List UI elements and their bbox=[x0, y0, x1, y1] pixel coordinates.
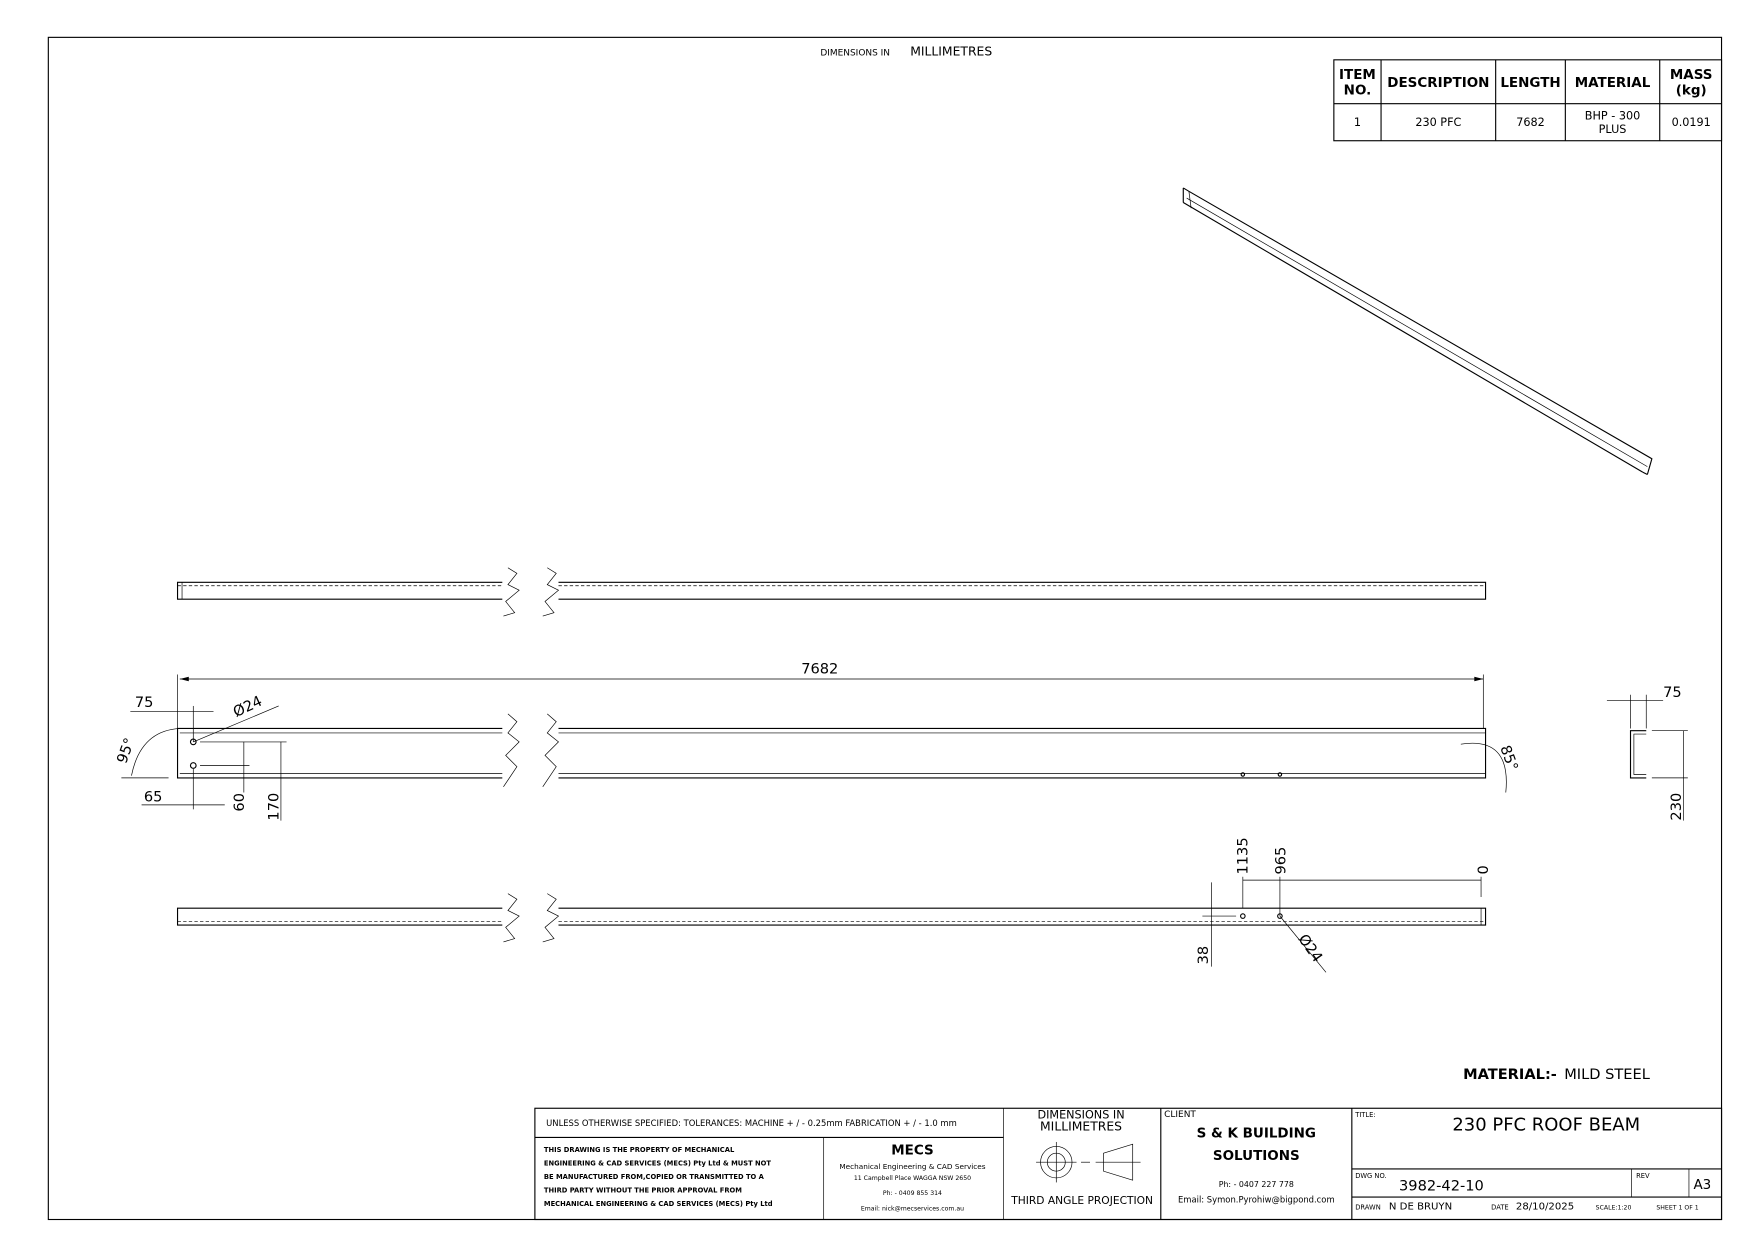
dim-hole-dia: Ø24 bbox=[230, 693, 264, 721]
bom-length: 7682 bbox=[1516, 116, 1545, 129]
third-angle-projection-icon bbox=[1036, 1141, 1141, 1183]
bom-header-length: LENGTH bbox=[1500, 75, 1560, 91]
dim-end-offset-bottom: 65 bbox=[144, 788, 163, 805]
property-line: ENGINEERING & CAD SERVICES (MECS) Pty Lt… bbox=[544, 1160, 772, 1168]
tb-dims-2: MILLIMETRES bbox=[1040, 1120, 1122, 1134]
drawing-title: 230 PFC ROOF BEAM bbox=[1452, 1115, 1640, 1136]
tb-dims-1: DIMENSIONS IN bbox=[1037, 1108, 1124, 1121]
bom-description: 230 PFC bbox=[1415, 116, 1461, 129]
property-line: THIRD PARTY WITHOUT THE PRIOR APPROVAL F… bbox=[544, 1187, 742, 1195]
client-label: CLIENT bbox=[1164, 1110, 1196, 1120]
dim-ordinate-0: 0 bbox=[1475, 865, 1492, 874]
bom-header-kg: (kg) bbox=[1676, 83, 1707, 99]
bom-item: 1 bbox=[1354, 116, 1361, 129]
title-label: TITLE: bbox=[1354, 1111, 1376, 1119]
dwg-no: 3982-42-10 bbox=[1399, 1177, 1484, 1194]
drawn-by: N DE BRUYN bbox=[1389, 1201, 1452, 1212]
dim-hole-height: 170 bbox=[266, 793, 283, 821]
company-phone: Ph: - 0409 855 314 bbox=[883, 1190, 942, 1197]
dim-angle-left: 95° bbox=[114, 736, 139, 766]
client-email: Email: Symon.Pyrohiw@bigpond.com bbox=[1178, 1195, 1335, 1205]
scale: SCALE:1:20 bbox=[1596, 1204, 1632, 1211]
projection-label: THIRD ANGLE PROJECTION bbox=[1010, 1194, 1153, 1207]
mecs-logo: MECS bbox=[891, 1142, 933, 1158]
bom-header-item: ITEM bbox=[1339, 67, 1376, 83]
property-line: MECHANICAL ENGINEERING & CAD SERVICES (M… bbox=[544, 1200, 773, 1208]
top-view bbox=[176, 567, 1487, 617]
client-name-2: SOLUTIONS bbox=[1213, 1148, 1300, 1164]
title-block: UNLESS OTHERWISE SPECIFIED: TOLERANCES: … bbox=[534, 1107, 1723, 1221]
client-name-1: S & K BUILDING bbox=[1197, 1125, 1316, 1141]
bom-header-material: MATERIAL bbox=[1575, 75, 1651, 91]
bom-header-no: NO. bbox=[1344, 83, 1372, 99]
dim-overall-length: 7682 bbox=[801, 660, 838, 677]
bom-material-2: PLUS bbox=[1599, 123, 1627, 136]
rev-label: REV bbox=[1636, 1172, 1650, 1180]
sheet-size: A3 bbox=[1693, 1177, 1711, 1193]
bom-mass: 0.0191 bbox=[1672, 116, 1711, 129]
drawing-frame bbox=[47, 36, 1723, 1221]
dims-prefix: DIMENSIONS IN bbox=[820, 48, 890, 58]
company-name: Mechanical Engineering & CAD Services bbox=[839, 1162, 985, 1171]
company-email: Email: nick@mecservices.com.au bbox=[861, 1205, 964, 1213]
section-view: 75 230 bbox=[1606, 684, 1688, 821]
client-phone: Ph: - 0407 227 778 bbox=[1219, 1180, 1294, 1189]
dim-hole-spacing: 60 bbox=[231, 793, 248, 812]
bom-header-description: DESCRIPTION bbox=[1387, 75, 1489, 91]
front-view: 7682 75 Ø24 95° 65 60 170 85° bbox=[114, 660, 1522, 820]
bom-header-mass: MASS bbox=[1670, 67, 1713, 83]
property-line: BE MANUFACTURED FROM,COPIED OR TRANSMITT… bbox=[544, 1173, 765, 1181]
drawn-label: DRAWN bbox=[1355, 1203, 1381, 1211]
dims-unit: MILLIMETRES bbox=[910, 44, 992, 58]
dim-web-depth: 230 bbox=[1668, 793, 1685, 821]
material-label: MATERIAL:- bbox=[1463, 1066, 1557, 1083]
dim-angle-right: 85° bbox=[1496, 743, 1521, 773]
property-line: THIS DRAWING IS THE PROPERTY OF MECHANIC… bbox=[544, 1146, 735, 1154]
dim-flange-width: 75 bbox=[1663, 684, 1682, 701]
bom-table: ITEM NO. DESCRIPTION LENGTH MATERIAL MAS… bbox=[1333, 59, 1723, 142]
date: 28/10/2025 bbox=[1516, 1201, 1574, 1212]
bom-material-1: BHP - 300 bbox=[1585, 109, 1641, 122]
dim-ordinate-965: 965 bbox=[1273, 847, 1290, 875]
bottom-view: 1135 965 0 38 Ø24 bbox=[176, 837, 1492, 973]
dim-hole-edge: 38 bbox=[1195, 946, 1212, 965]
isometric-view bbox=[1182, 187, 1653, 475]
tolerances-note: UNLESS OTHERWISE SPECIFIED: TOLERANCES: … bbox=[546, 1118, 957, 1128]
dim-hole-dia-2: Ø24 bbox=[1295, 931, 1326, 965]
company-address: 11 Campbell Place WAGGA NSW 2650 bbox=[854, 1175, 971, 1182]
dim-ordinate-1135: 1135 bbox=[1234, 837, 1251, 874]
sheet-number: SHEET 1 OF 1 bbox=[1656, 1204, 1698, 1211]
dwg-no-label: DWG NO. bbox=[1355, 1172, 1386, 1180]
material-value: MILD STEEL bbox=[1564, 1066, 1651, 1083]
dim-end-offset-top: 75 bbox=[135, 694, 154, 711]
date-label: DATE bbox=[1491, 1203, 1509, 1211]
